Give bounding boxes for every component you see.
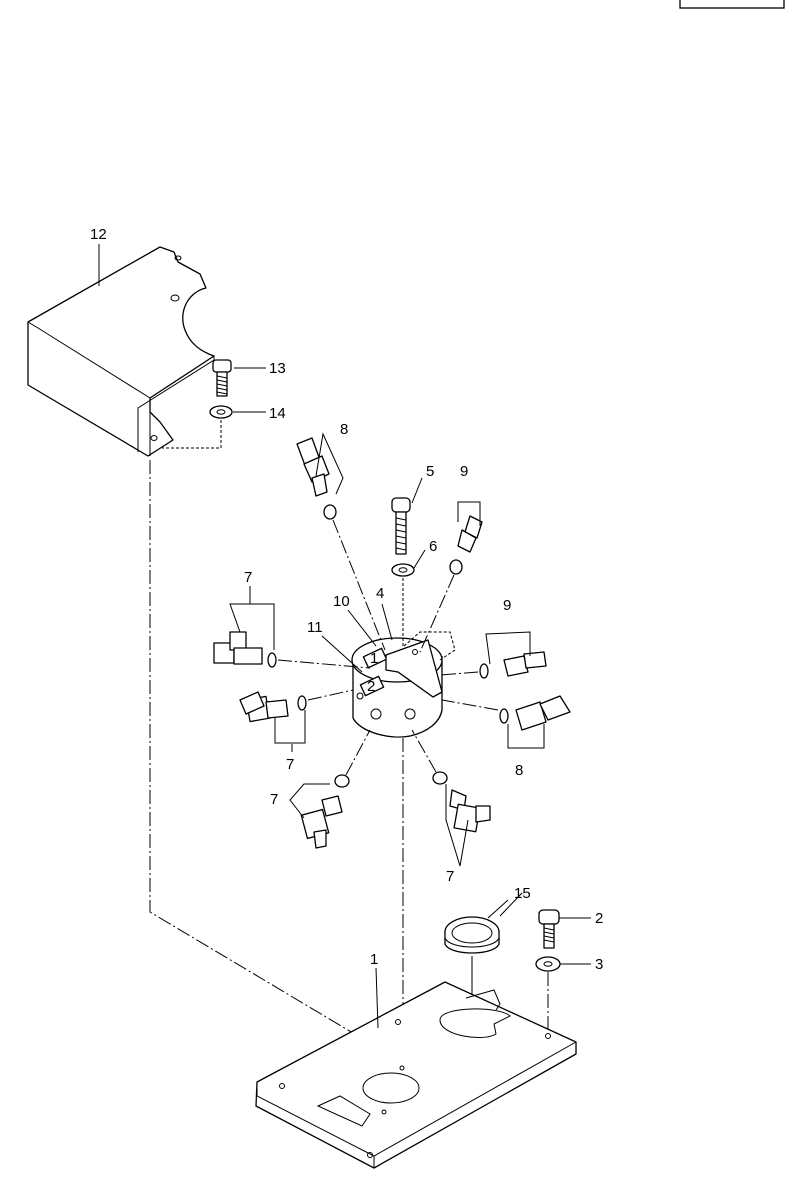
fitting-7-left-top xyxy=(213,603,277,668)
fitting-9-top xyxy=(449,501,483,575)
washer-3 xyxy=(535,956,561,972)
fitting-7-left-bottom xyxy=(239,691,307,744)
fitting-9-right xyxy=(479,631,547,679)
fitting-8-right xyxy=(499,695,571,749)
callout-10: 10 xyxy=(333,593,350,610)
base-plate xyxy=(255,981,577,1169)
page-reference-box xyxy=(679,0,785,9)
block-mark-2: 2 xyxy=(367,678,375,695)
callout-7-upper-left: 7 xyxy=(244,569,252,586)
callout-2: 2 xyxy=(595,910,603,927)
callout-9-right: 9 xyxy=(503,597,511,614)
bolt-2 xyxy=(538,909,560,949)
callout-3: 3 xyxy=(595,956,603,973)
cap-screw-13 xyxy=(212,359,232,397)
callout-4: 4 xyxy=(376,585,384,602)
callout-9-top: 9 xyxy=(460,463,468,480)
block-mark-1: 1 xyxy=(370,650,378,667)
manifold-block: 1 2 xyxy=(351,631,456,738)
bolt-5 xyxy=(391,497,411,555)
callout-13: 13 xyxy=(269,360,286,377)
fitting-8-top xyxy=(296,432,344,520)
seal-ring-15 xyxy=(444,916,500,954)
fitting-7-lower-left xyxy=(289,774,350,849)
callout-8-top: 8 xyxy=(340,421,348,438)
callout-12: 12 xyxy=(90,226,107,243)
callout-5: 5 xyxy=(426,463,434,480)
callout-7-bottom-right: 7 xyxy=(446,868,454,885)
washer-14 xyxy=(209,405,233,419)
callout-6: 6 xyxy=(429,538,437,555)
callout-7-bottom-left: 7 xyxy=(270,791,278,808)
callout-1: 1 xyxy=(370,951,378,968)
callout-7-lower-left: 7 xyxy=(286,756,294,773)
callout-8-right: 8 xyxy=(515,762,523,779)
callout-15: 15 xyxy=(514,885,531,902)
callout-11: 11 xyxy=(307,619,323,636)
fitting-7-lower-right xyxy=(432,771,491,867)
cover-bracket xyxy=(27,246,215,457)
callout-14: 14 xyxy=(269,405,286,422)
washer-6 xyxy=(391,563,415,577)
